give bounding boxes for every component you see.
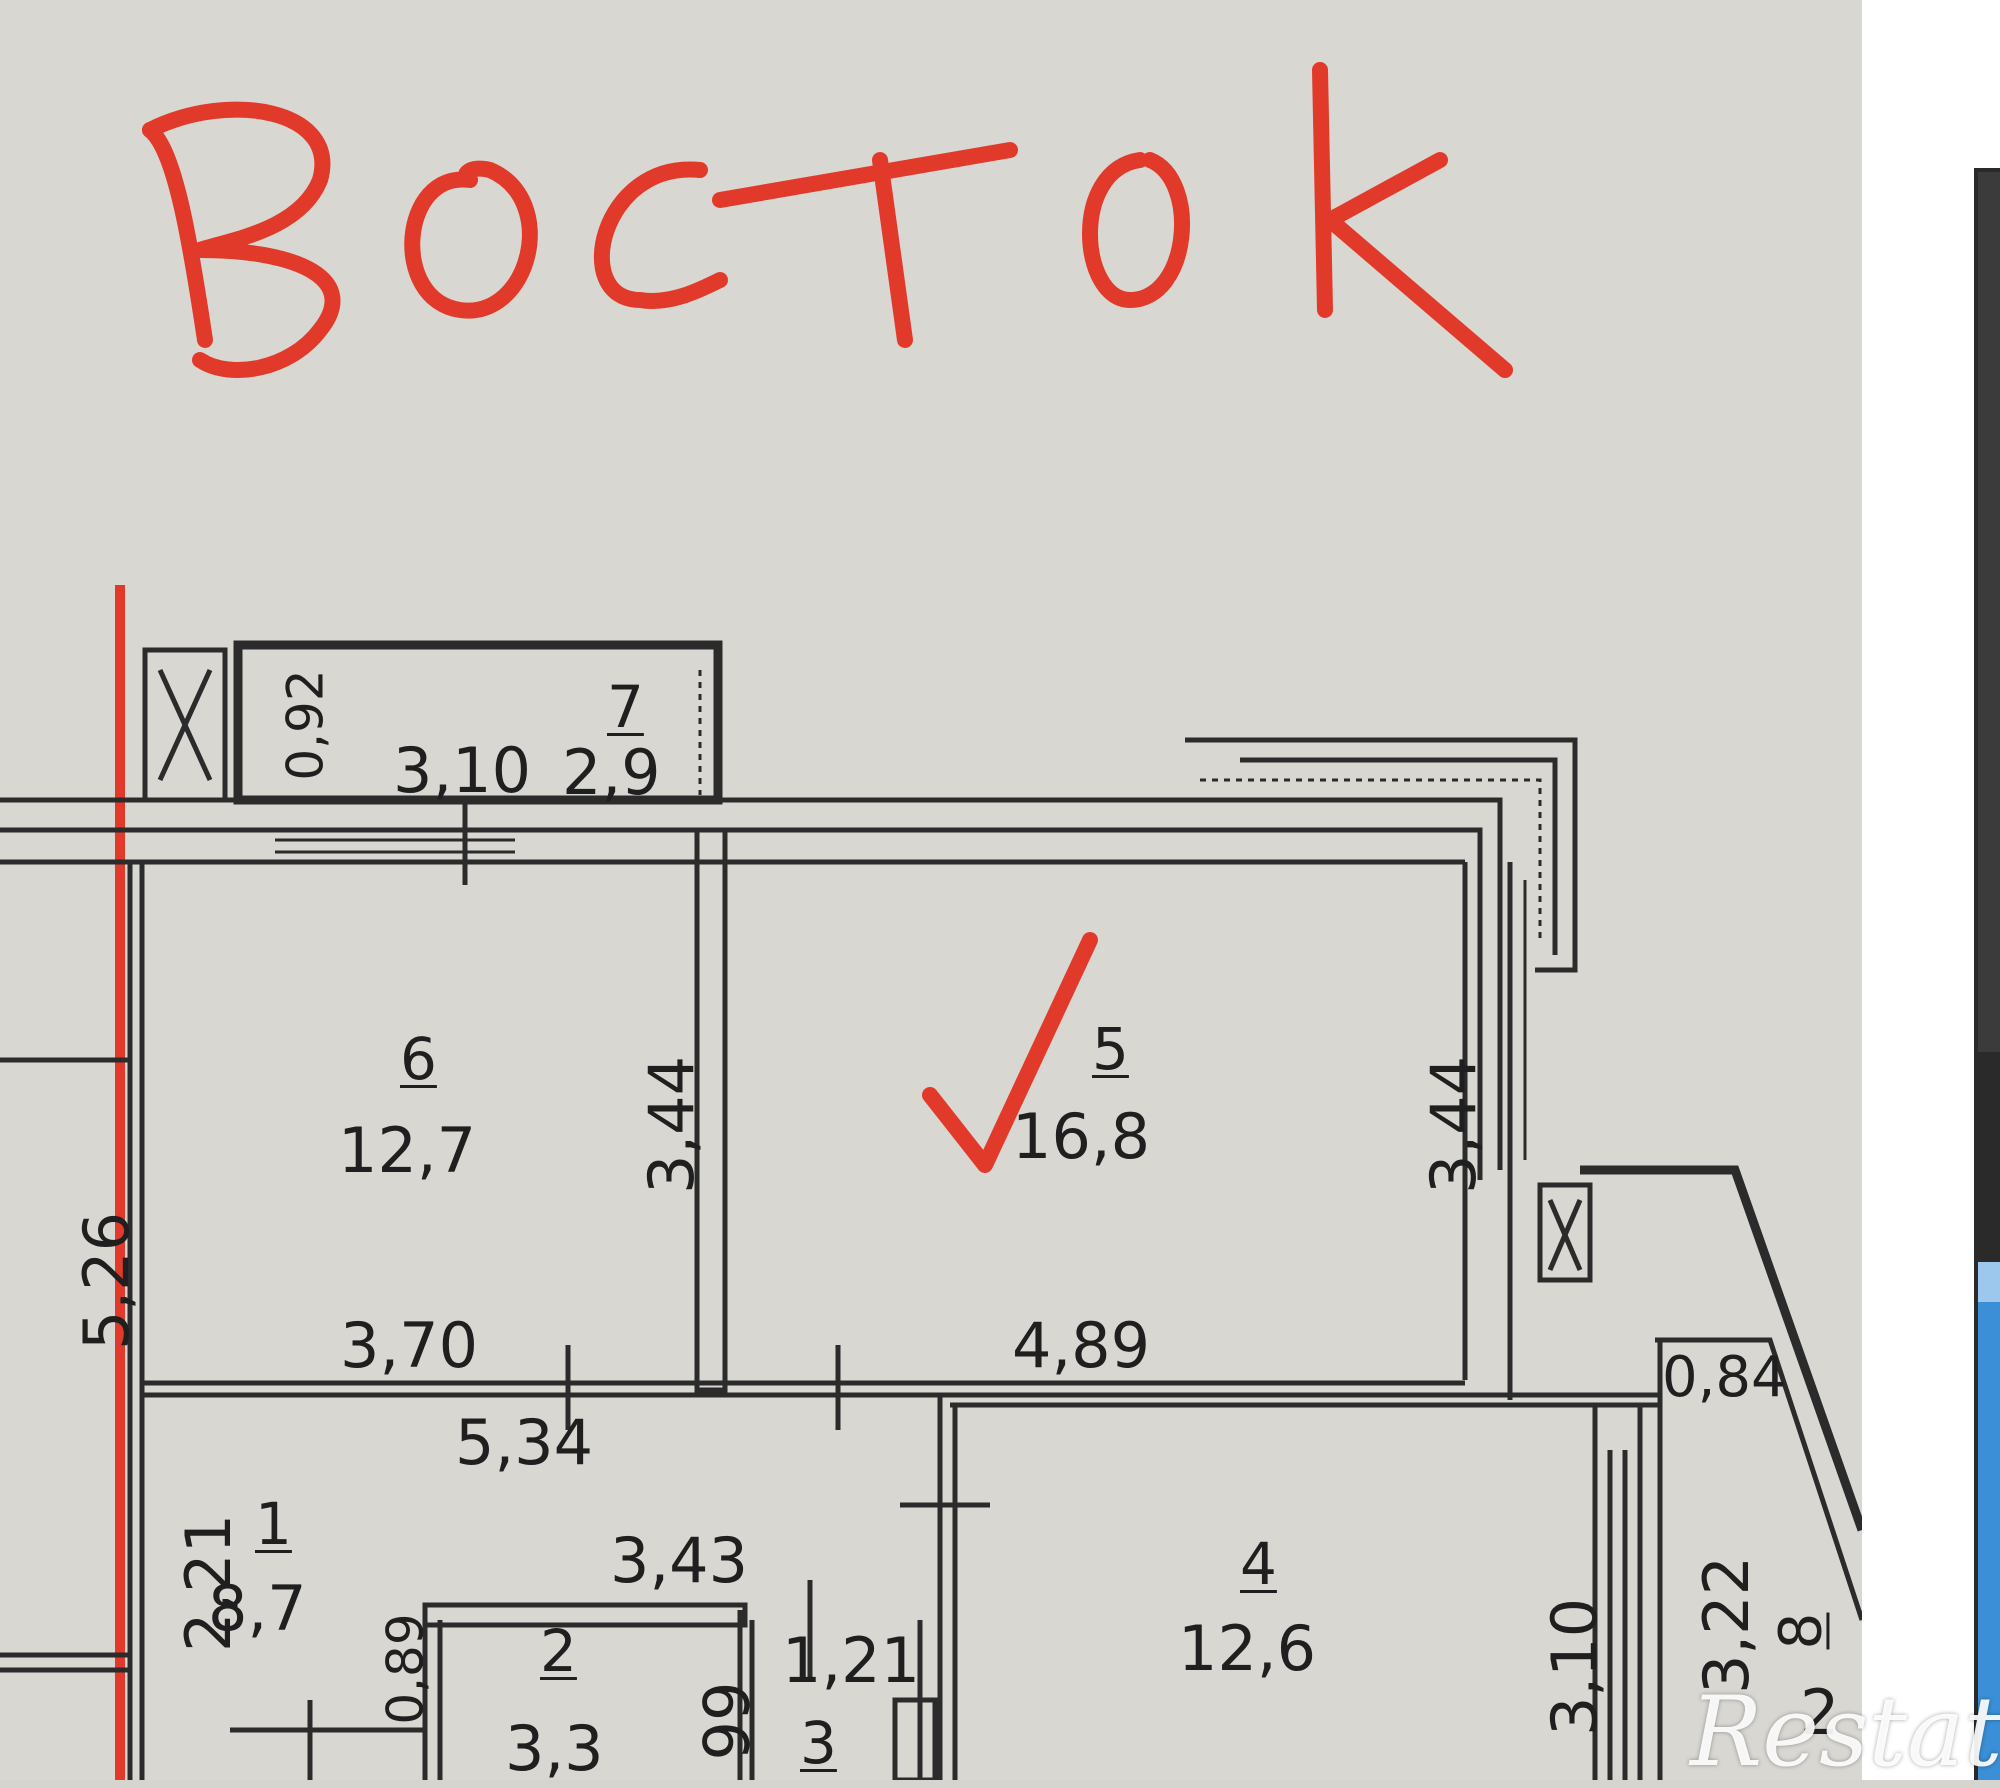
room-number-7: 7 xyxy=(607,673,644,741)
walls xyxy=(0,640,1862,1780)
dimension-label: 0,92 xyxy=(276,669,335,781)
check-mark xyxy=(922,932,1098,1173)
adjacent-photo-blue-area xyxy=(1978,1262,2000,1780)
windows xyxy=(275,838,1527,1160)
room-area-2: 3,3 xyxy=(505,1712,604,1780)
room-area-5: 16,8 xyxy=(1012,1100,1151,1173)
dimension-label: 5,34 xyxy=(455,1406,594,1479)
dimension-label: 3,44 xyxy=(1417,1055,1491,1195)
room-number-5: 5 xyxy=(1092,1015,1129,1083)
dimension-label: 3,44 xyxy=(635,1055,709,1195)
dimension-label: 3,10 xyxy=(393,734,532,807)
dimension-label: 5,26 xyxy=(70,1211,144,1351)
dimension-label: 3,10 xyxy=(1538,1597,1612,1737)
handwritten-east-annotation xyxy=(142,62,1513,378)
adjacent-photo-upper xyxy=(1978,172,2000,1052)
room-number-3: 3 xyxy=(800,1709,837,1777)
room-number-8: 8 xyxy=(1766,1612,1835,1650)
floor-plan-photo: 5,26 0,92 3,10 7 2,9 6 12,7 3,44 5 16,8 … xyxy=(0,62,1862,1780)
room-number-4: 4 xyxy=(1240,1530,1277,1598)
room-area-6: 12,7 xyxy=(338,1114,477,1187)
dimension-label: 0,84 xyxy=(1662,1345,1787,1410)
dimension-label: 0,89 xyxy=(376,1613,435,1725)
dimension-label: 3,70 xyxy=(340,1309,479,1382)
room-area-8: 2 xyxy=(1800,1676,1840,1749)
adjacent-photo-highlight xyxy=(1978,1262,2000,1302)
balcony-dashed-lines xyxy=(698,670,1542,940)
room-area-7: 2,9 xyxy=(562,736,661,809)
room-number-2: 2 xyxy=(540,1617,577,1685)
room-area-1: 8,7 xyxy=(208,1572,307,1645)
room-area-4: 12,6 xyxy=(1178,1612,1317,1685)
dimension-label: 1,21 xyxy=(782,1624,921,1697)
room-number-6: 6 xyxy=(400,1025,437,1093)
dimension-label: 99 xyxy=(690,1681,764,1761)
dimension-label: 2,21 xyxy=(172,1513,246,1653)
watermark-logo: Restate xyxy=(1690,1676,2000,1788)
dimension-label: 3,22 xyxy=(1690,1555,1764,1695)
room-number-1: 1 xyxy=(255,1490,292,1558)
dimension-label: 4,89 xyxy=(1012,1309,1151,1382)
dimension-label: 3,43 xyxy=(610,1524,749,1597)
adjacent-photo-strip xyxy=(1862,0,2000,1780)
floor-plan-drawing xyxy=(0,62,1862,1780)
